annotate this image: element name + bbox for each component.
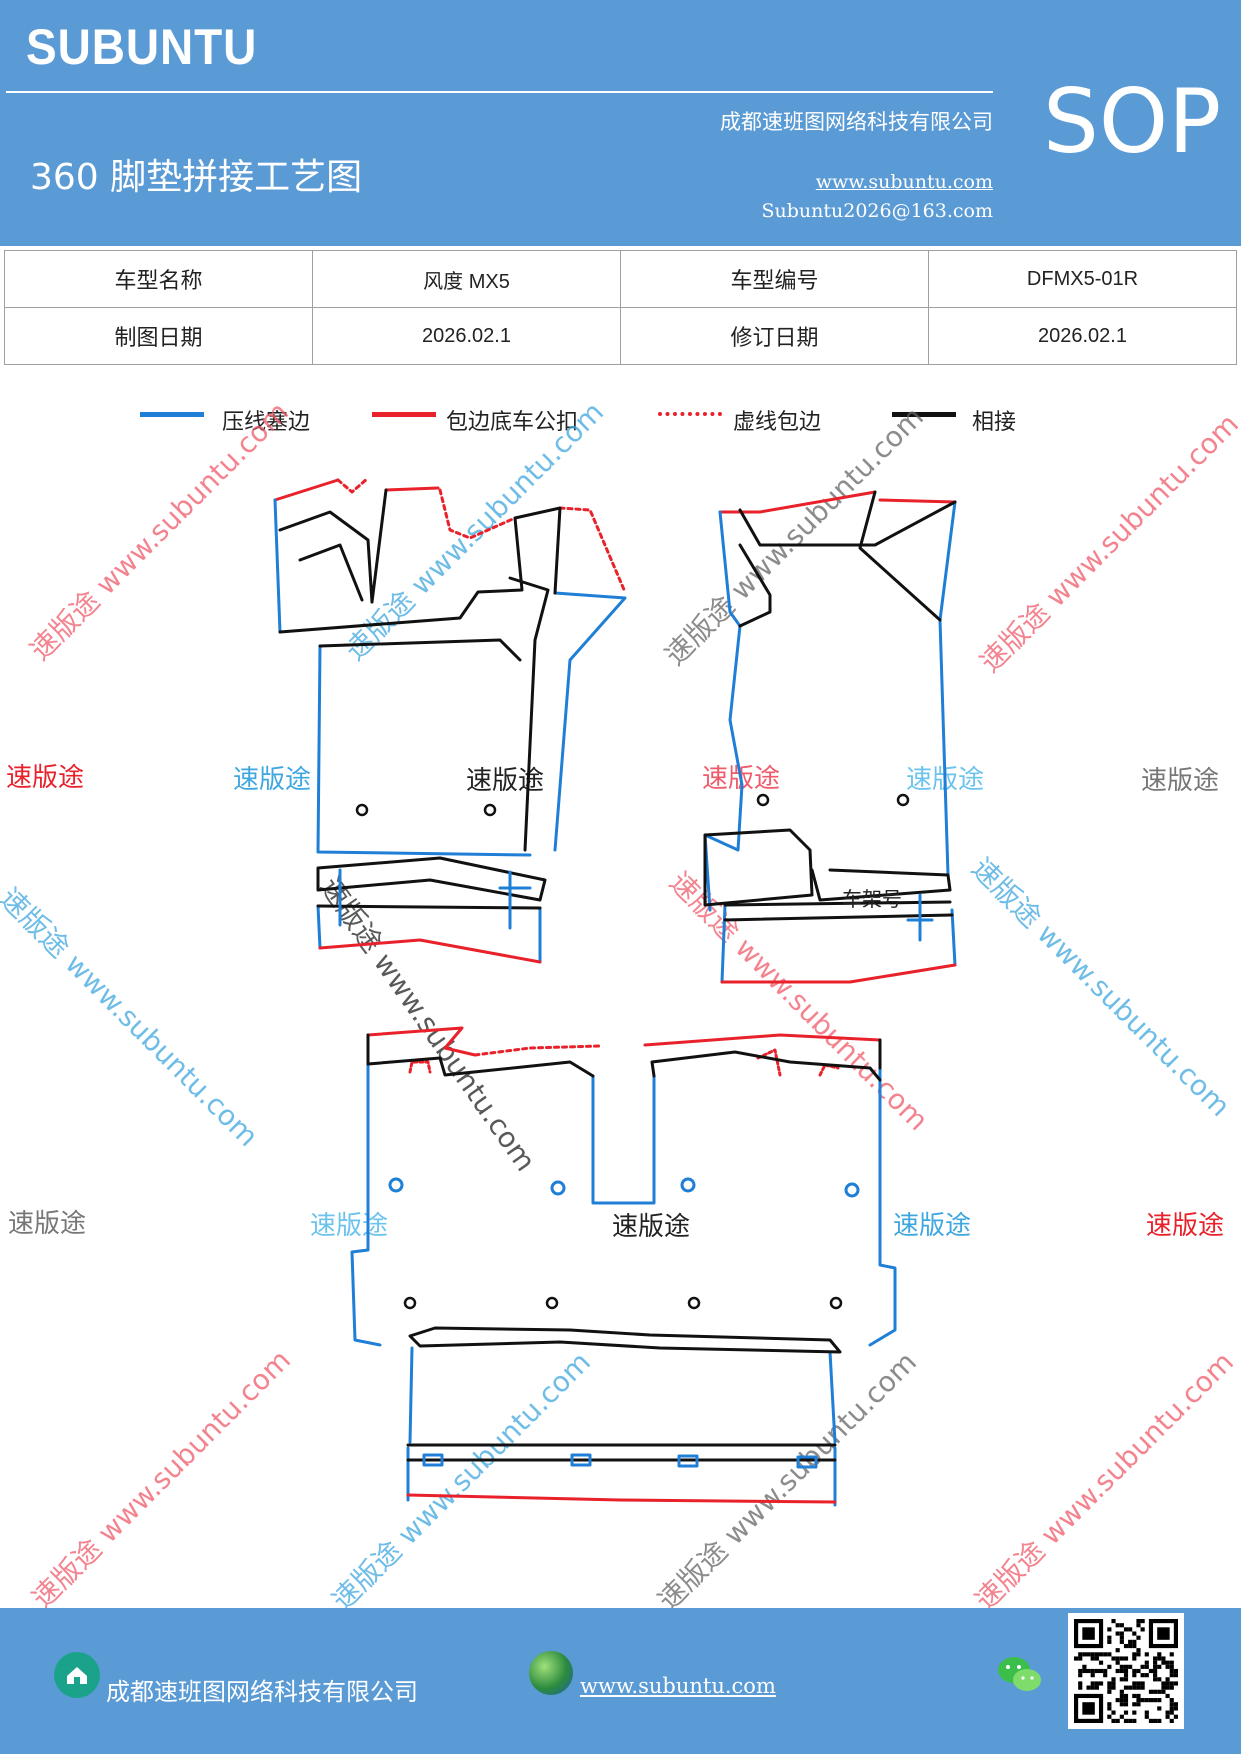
legend-label: 压线塞边 [222,410,311,435]
watermark-brand: 速版途 [233,765,312,795]
table-row: 车型名称 风度 MX5 车型编号 DFMX5-01R [4,250,1237,308]
footer-website-link[interactable]: www.subuntu.com [580,1674,776,1698]
watermark-brand: 速版途 [1146,1211,1225,1241]
footer-company: 成都速班图网络科技有限公司 [106,1678,418,1706]
legend-swatch [658,412,722,416]
model-code-label: 车型编号 [620,250,929,308]
wechat-icon[interactable] [996,1654,1044,1696]
legend-label: 虚线包边 [733,410,822,435]
front-left-mat [273,476,627,964]
revise-date-value: 2026.02.1 [928,307,1237,365]
globe-icon [529,1651,573,1695]
legend-swatch [140,412,204,417]
home-icon [54,1652,100,1698]
header-divider [6,91,993,93]
sop-badge: SOP [1043,70,1222,173]
document-title: 360 脚垫拼接工艺图 [30,157,363,198]
legend-swatch [372,412,436,417]
legend-swatch [892,412,956,417]
watermark-brand: 速版途 [310,1211,389,1241]
table-row: 制图日期 2026.02.1 修订日期 2026.02.1 [4,307,1237,365]
header-website-link[interactable]: www.subuntu.com [815,171,993,193]
rear-mat [350,1026,897,1507]
legend-label: 相接 [972,410,1017,435]
watermark-brand: 速版途 [466,766,545,796]
watermark-brand: 速版途 [6,763,85,793]
model-name-value: 风度 MX5 [312,250,621,308]
header-company: 成都速班图网络科技有限公司 [720,110,993,134]
qr-code-icon[interactable] [1068,1613,1184,1729]
watermark-brand: 速版途 [893,1211,972,1241]
watermark-brand: 速版途 [8,1209,87,1239]
front-right-mat: 车架号 [703,490,957,984]
watermark-brand: 速版途 [1141,766,1220,796]
model-code-value: DFMX5-01R [928,250,1237,308]
header-banner: SUBUNTU 360 脚垫拼接工艺图 成都速班图网络科技有限公司 www.su… [0,0,1241,246]
model-name-label: 车型名称 [4,250,313,308]
legend-label: 包边底车公扣 [446,410,579,435]
info-table: 车型名称 风度 MX5 车型编号 DFMX5-01R 制图日期 2026.02.… [4,250,1237,365]
watermark-brand: 速版途 [612,1212,691,1242]
brand-logo: SUBUNTU [26,19,258,75]
revise-date-label: 修订日期 [620,307,929,365]
draw-date-value: 2026.02.1 [312,307,621,365]
header-email: Subuntu2026@163.com [761,200,993,222]
draw-date-label: 制图日期 [4,307,313,365]
frame-number-label: 车架号 [842,887,902,911]
